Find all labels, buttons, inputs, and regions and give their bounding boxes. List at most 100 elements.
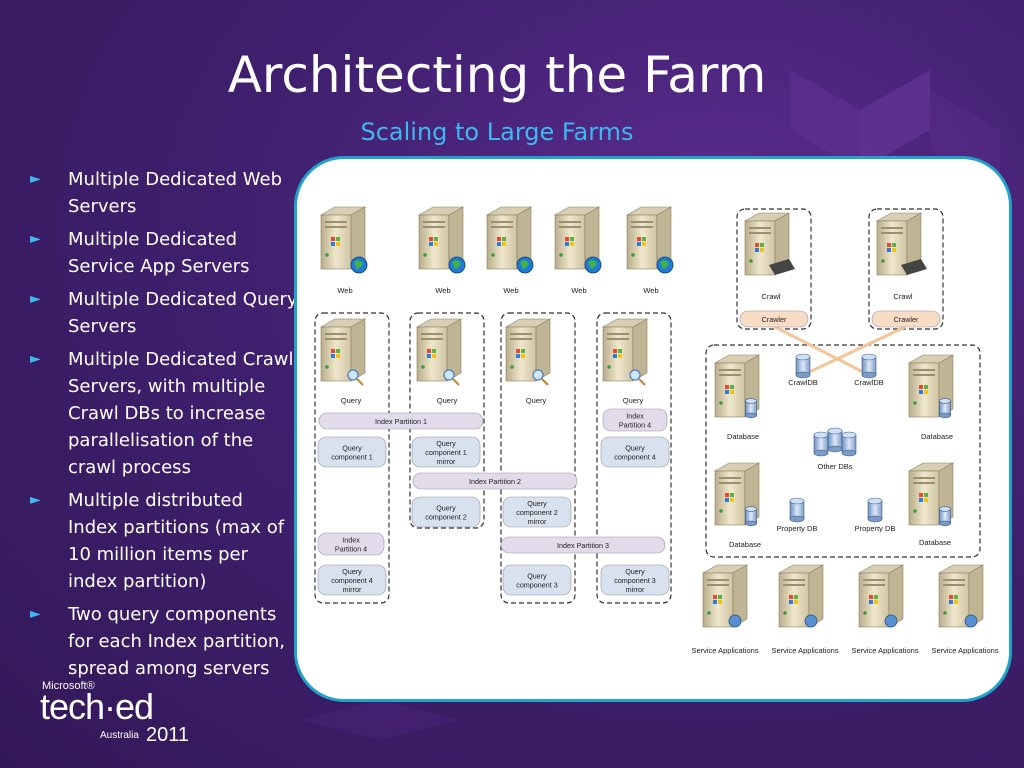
property-db-label: Property DB xyxy=(855,524,896,533)
database-server xyxy=(907,462,955,527)
crawl-db-label: CrawlDB xyxy=(788,378,818,387)
database-icon xyxy=(939,398,951,419)
web-server xyxy=(417,206,466,274)
property-db-icon xyxy=(867,497,883,523)
service-app-server xyxy=(701,564,749,628)
arrow-icon: ► xyxy=(30,171,41,187)
service-applications-label: Service Applications xyxy=(771,646,838,655)
database-server-label: Database xyxy=(729,540,761,549)
search-icon xyxy=(443,369,455,381)
teched-logo-text: tech·ed xyxy=(40,686,154,727)
slide-title: Architecting the Farm xyxy=(227,46,767,104)
arrow-icon: ► xyxy=(30,492,41,508)
service-applications-label: Service Applications xyxy=(851,646,918,655)
web-server xyxy=(319,206,368,274)
keyboard-icon xyxy=(901,259,927,275)
keyboard-icon xyxy=(769,259,795,275)
web-server xyxy=(553,206,602,274)
gear-icon xyxy=(804,614,818,628)
service-applications-label: Service Applications xyxy=(931,646,998,655)
query-server xyxy=(319,318,367,386)
crawl-db-icon xyxy=(861,353,877,379)
database-server-label: Database xyxy=(921,432,953,441)
region-label: Australia xyxy=(100,730,139,741)
gear-icon xyxy=(884,614,898,628)
query-server xyxy=(504,318,552,386)
svg-text:Index Partition 3: Index Partition 3 xyxy=(557,541,609,550)
web-server-label: Web xyxy=(643,286,658,295)
web-server xyxy=(485,206,534,274)
microsoft-logo-text: Microsoft® xyxy=(42,680,95,692)
service-app-server xyxy=(777,564,825,628)
query-server xyxy=(601,318,649,386)
property-db-label: Property DB xyxy=(777,524,818,533)
arrow-icon: ► xyxy=(30,291,41,307)
crawl-db-icon xyxy=(795,353,811,379)
arrow-icon: ► xyxy=(30,351,41,367)
index-partition-2: Index Partition 2 xyxy=(412,472,578,490)
index-partition-1: Index Partition 1 xyxy=(318,412,484,430)
other-db-icon xyxy=(841,431,857,457)
query-server-label: Query xyxy=(623,396,644,405)
other-db-icon xyxy=(813,431,829,457)
query-server-label: Query xyxy=(437,396,458,405)
slide-subtitle: Scaling to Large Farms xyxy=(360,118,634,146)
gear-icon xyxy=(728,614,742,628)
crawl-server-label: Crawl xyxy=(761,292,781,301)
bullet-list: ►Multiple Dedicated Web Servers ►Multipl… xyxy=(30,166,298,688)
crawl-db-label: CrawlDB xyxy=(854,378,884,387)
database-server xyxy=(713,354,761,419)
gear-icon xyxy=(964,614,978,628)
database-server xyxy=(907,354,955,419)
bullet-item: ►Two query components for each Index par… xyxy=(30,601,298,682)
bullet-item: ►Multiple Dedicated Service App Servers xyxy=(30,226,298,280)
database-server-label: Database xyxy=(727,432,759,441)
search-icon xyxy=(629,369,641,381)
bullet-item: ►Multiple Dedicated Query Servers xyxy=(30,286,298,340)
web-server-label: Web xyxy=(571,286,586,295)
web-server-label: Web xyxy=(503,286,518,295)
architecture-diagram-panel: Index Partition 1 Index Partition 2 Index … xyxy=(294,156,1012,702)
svg-text:Index Partition 2: Index Partition 2 xyxy=(469,477,521,486)
crawler-box: Crawler xyxy=(739,310,809,328)
web-server-label: Web xyxy=(337,286,352,295)
query-server-label: Query xyxy=(526,396,547,405)
service-app-server xyxy=(937,564,985,628)
web-server-label: Web xyxy=(435,286,450,295)
architecture-diagram: Index Partition 1 Index Partition 2 Index … xyxy=(314,206,999,655)
crawler-box: Crawler xyxy=(871,310,941,328)
svg-text:Crawler: Crawler xyxy=(894,315,919,324)
database-server xyxy=(713,462,761,527)
bullet-item: ►Multiple Dedicated Web Servers xyxy=(30,166,298,220)
service-app-server xyxy=(857,564,905,628)
bullet-item: ►Multiple distributed Index partitions (… xyxy=(30,487,298,595)
database-icon xyxy=(939,506,951,527)
crawl-server xyxy=(743,212,795,276)
bullet-item: ►Multiple Dedicated Crawl Servers, with … xyxy=(30,346,298,481)
crawl-server xyxy=(875,212,927,276)
arrow-icon: ► xyxy=(30,606,41,622)
database-icon xyxy=(745,506,757,527)
index-partition-3: Index Partition 3 xyxy=(500,536,666,554)
property-db-icon xyxy=(789,497,805,523)
svg-text:Crawler: Crawler xyxy=(762,315,787,324)
search-icon xyxy=(532,369,544,381)
year-label: 2011 xyxy=(146,724,190,746)
